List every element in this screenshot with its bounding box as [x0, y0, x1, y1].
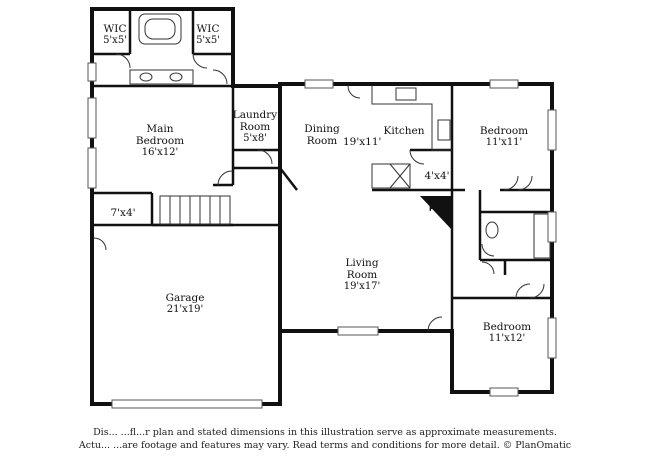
- kitchen-label: Kitchen: [383, 125, 425, 137]
- main-bedroom-dim: 16'x12': [141, 147, 179, 158]
- kitchen-dining-dim: 19'x11': [343, 136, 382, 148]
- wic-right-label: WIC 5'x5': [193, 23, 223, 47]
- laundry-name-2: Room: [239, 121, 271, 133]
- entry-dim: 7'x4': [110, 207, 136, 219]
- vanity-master: [129, 69, 194, 85]
- fireplace-label: FP: [429, 205, 439, 213]
- windows: [87, 62, 557, 409]
- wic-left-label: WIC 5'x5': [100, 23, 130, 47]
- interior-walls: [92, 9, 552, 392]
- main-bedroom-name-1: Main: [146, 123, 174, 135]
- main-bedroom-label: Main Bedroom 16'x12': [130, 123, 190, 159]
- dining-name-1: Dining: [304, 123, 340, 135]
- garage-name: Garage: [165, 292, 205, 304]
- laundry-dim: 5'x8': [243, 133, 267, 144]
- laundry-label: Laundry Room 5'x8': [232, 109, 278, 145]
- disclaimer-line-1: Dis... ...fl...r plan and stated dimensi…: [93, 427, 557, 438]
- bathtub-master: [138, 13, 182, 45]
- living-dim: 19'x17': [343, 281, 381, 292]
- dining-label: Dining Room: [302, 123, 342, 147]
- door-swings: [93, 53, 545, 332]
- living-name-2: Room: [346, 269, 378, 281]
- fireplace-icon: [420, 196, 452, 230]
- bedroom-ne-dim: 11'x11': [485, 137, 523, 148]
- living-name-1: Living: [345, 257, 379, 269]
- stairs: [159, 195, 231, 225]
- living-label: Living Room 19'x17': [342, 257, 382, 293]
- laundry-name-1: Laundry: [232, 109, 278, 121]
- garage-dim: 21'x19': [166, 304, 204, 315]
- dining-name-2: Room: [306, 135, 338, 147]
- garage-label: Garage 21'x19': [158, 292, 212, 316]
- main-bedroom-name-2: Bedroom: [135, 135, 185, 147]
- kitchen-island: [371, 163, 411, 189]
- bedroom-se-label: Bedroom 11'x12': [481, 321, 533, 345]
- bedroom-se-dim: 11'x12': [488, 333, 526, 344]
- bedroom-ne-name: Bedroom: [479, 125, 529, 137]
- wic-right-dim: 5'x5': [196, 35, 220, 46]
- wic-left-dim: 5'x5': [103, 35, 127, 46]
- closet-dim: 4'x4': [424, 170, 450, 182]
- disclaimer-line-2: Actu... ...are footage and features may …: [78, 440, 572, 451]
- toilet-hall: [485, 221, 499, 239]
- bedroom-se-name: Bedroom: [482, 321, 532, 333]
- kitchen-counter: [371, 86, 452, 151]
- wic-left-name: WIC: [103, 23, 127, 35]
- wic-right-name: WIC: [196, 23, 220, 35]
- bedroom-ne-label: Bedroom 11'x11': [478, 125, 530, 149]
